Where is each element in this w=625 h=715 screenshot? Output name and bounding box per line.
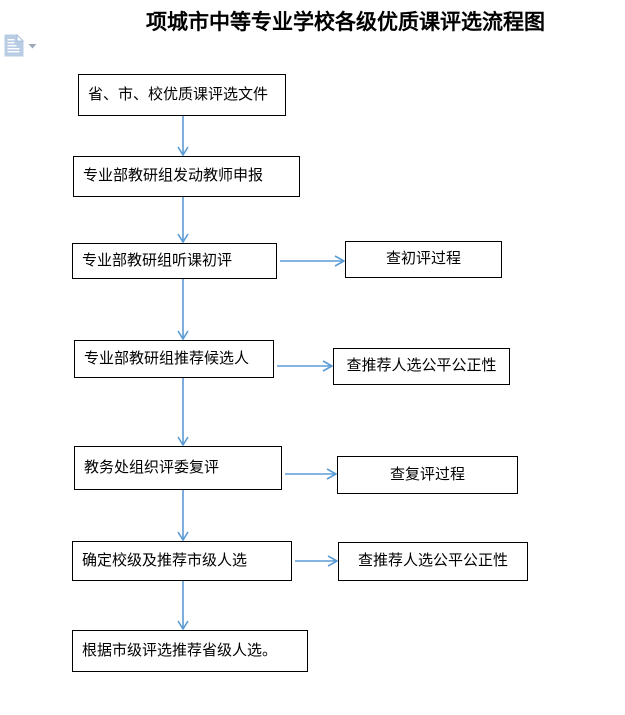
step-4-label: 专业部教研组推荐候选人 bbox=[84, 349, 250, 367]
step-5-box[interactable]: 教务处组织评委复评 bbox=[74, 446, 282, 490]
conn-1-2-arrowhead bbox=[177, 146, 189, 157]
conn-6-check4-arrowhead bbox=[327, 555, 339, 567]
step-5-label: 教务处组织评委复评 bbox=[84, 458, 220, 476]
step-1-label: 省、市、校优质课评选文件 bbox=[88, 85, 269, 103]
check-2-box[interactable]: 查推荐人选公平公正性 bbox=[333, 348, 510, 385]
conn-4-check2-arrowhead bbox=[322, 360, 334, 372]
check-4-label: 查推荐人选公平公正性 bbox=[357, 552, 508, 570]
step-1-box[interactable]: 省、市、校优质课评选文件 bbox=[78, 74, 286, 116]
conn-3-check1-arrowhead bbox=[334, 255, 346, 267]
page-title: 项城市中等专业学校各级优质课评选流程图 bbox=[146, 10, 545, 34]
step-2-box[interactable]: 专业部教研组发动教师申报 bbox=[73, 156, 300, 197]
check-4-box[interactable]: 查推荐人选公平公正性 bbox=[338, 542, 528, 581]
step-6-label: 确定校级及推荐市级人选 bbox=[82, 551, 248, 569]
conn-2-3-arrowhead bbox=[177, 233, 189, 244]
check-2-label: 查推荐人选公平公正性 bbox=[346, 357, 497, 375]
step-7-label: 根据市级评选推荐省级人选。 bbox=[82, 641, 278, 659]
conn-4-5-arrowhead bbox=[177, 436, 189, 447]
chevron-down-icon[interactable] bbox=[28, 43, 37, 49]
paste-document-icon[interactable] bbox=[4, 34, 24, 57]
check-3-box[interactable]: 查复评过程 bbox=[337, 456, 518, 494]
step-3-label: 专业部教研组听课初评 bbox=[82, 251, 233, 269]
step-2-label: 专业部教研组发动教师申报 bbox=[83, 167, 264, 185]
horizontal-connectors bbox=[277, 255, 346, 567]
check-3-label: 查复评过程 bbox=[389, 465, 465, 483]
paste-icon-widget[interactable] bbox=[4, 34, 42, 58]
step-4-box[interactable]: 专业部教研组推荐候选人 bbox=[74, 340, 274, 378]
conn-5-6-arrowhead bbox=[177, 531, 189, 542]
check-1-box[interactable]: 查初评过程 bbox=[345, 241, 502, 278]
conn-6-7-arrowhead bbox=[177, 620, 189, 631]
conn-3-4-arrowhead bbox=[177, 330, 189, 341]
step-6-box[interactable]: 确定校级及推荐市级人选 bbox=[72, 541, 292, 581]
step-7-box[interactable]: 根据市级评选推荐省级人选。 bbox=[72, 630, 308, 672]
check-1-label: 查初评过程 bbox=[385, 250, 461, 268]
step-3-box[interactable]: 专业部教研组听课初评 bbox=[72, 243, 277, 279]
conn-5-check3-arrowhead bbox=[326, 468, 338, 480]
